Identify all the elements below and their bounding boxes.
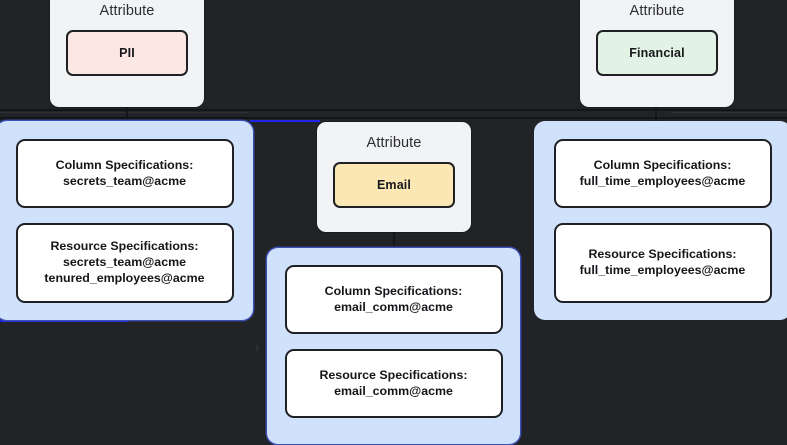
divider-line-top-shadow <box>0 112 248 113</box>
resource-specifications-box-financial[interactable]: Resource Specifications: full_time_emplo… <box>553 223 772 303</box>
spec-group-financial[interactable]: Column Specifications: full_time_employe… <box>534 121 787 320</box>
column-specifications-box-email[interactable]: Column Specifications: email_comm@acme <box>284 265 503 334</box>
connector-financial <box>655 105 657 121</box>
column-spec-heading: Column Specifications: <box>593 157 732 172</box>
attribute-card-label: Attribute <box>99 3 155 19</box>
column-spec-heading: Column Specifications: <box>324 283 463 298</box>
column-specifications-box-pii[interactable]: Column Specifications: secrets_team@acme <box>15 139 234 208</box>
attribute-chip-financial[interactable]: Financial <box>596 29 718 76</box>
resource-spec-item: full_time_employees@acme <box>579 263 746 277</box>
resource-spec-item: secrets_team@acme <box>63 255 186 270</box>
resource-specifications-box-pii[interactable]: Resource Specifications: secrets_team@ac… <box>15 223 234 303</box>
divider-line-top <box>0 109 787 111</box>
column-spec-item: secrets_team@acme <box>63 173 186 188</box>
edge-highlight-left-panel <box>0 320 128 322</box>
resource-spec-heading: Resource Specifications: <box>588 247 737 262</box>
spec-group-pii[interactable]: Column Specifications: secrets_team@acme… <box>0 121 253 320</box>
attribute-card-label: Attribute <box>366 135 422 151</box>
divider-line-bottom <box>0 117 787 119</box>
edge-highlight-top <box>250 120 320 122</box>
attribute-card-label: Attribute <box>629 3 685 19</box>
attribute-card-financial[interactable]: Attribute Financial <box>580 0 734 107</box>
chevron-right-icon[interactable]: › <box>255 340 260 355</box>
attribute-chip-pii[interactable]: PII <box>66 29 188 76</box>
resource-spec-item: tenured_employees@acme <box>44 270 205 285</box>
connector-pii <box>126 105 128 121</box>
column-spec-item: email_comm@acme <box>334 299 453 314</box>
column-spec-item: full_time_employees@acme <box>579 173 746 188</box>
resource-spec-heading: Resource Specifications: <box>50 239 199 254</box>
divider-line-right-shadow <box>672 112 787 113</box>
connector-email <box>393 228 395 248</box>
resource-specifications-box-email[interactable]: Resource Specifications: email_comm@acme <box>284 349 503 418</box>
attribute-chip-email[interactable]: Email <box>333 161 455 208</box>
resource-spec-heading: Resource Specifications: <box>319 367 468 382</box>
spec-group-email[interactable]: Column Specifications: email_comm@acme R… <box>267 248 520 444</box>
column-spec-heading: Column Specifications: <box>55 157 194 172</box>
attribute-card-pii[interactable]: Attribute PII <box>50 0 204 107</box>
resource-spec-item: email_comm@acme <box>334 383 453 398</box>
column-specifications-box-financial[interactable]: Column Specifications: full_time_employe… <box>553 139 772 208</box>
attribute-card-email[interactable]: Attribute Email <box>317 122 471 232</box>
